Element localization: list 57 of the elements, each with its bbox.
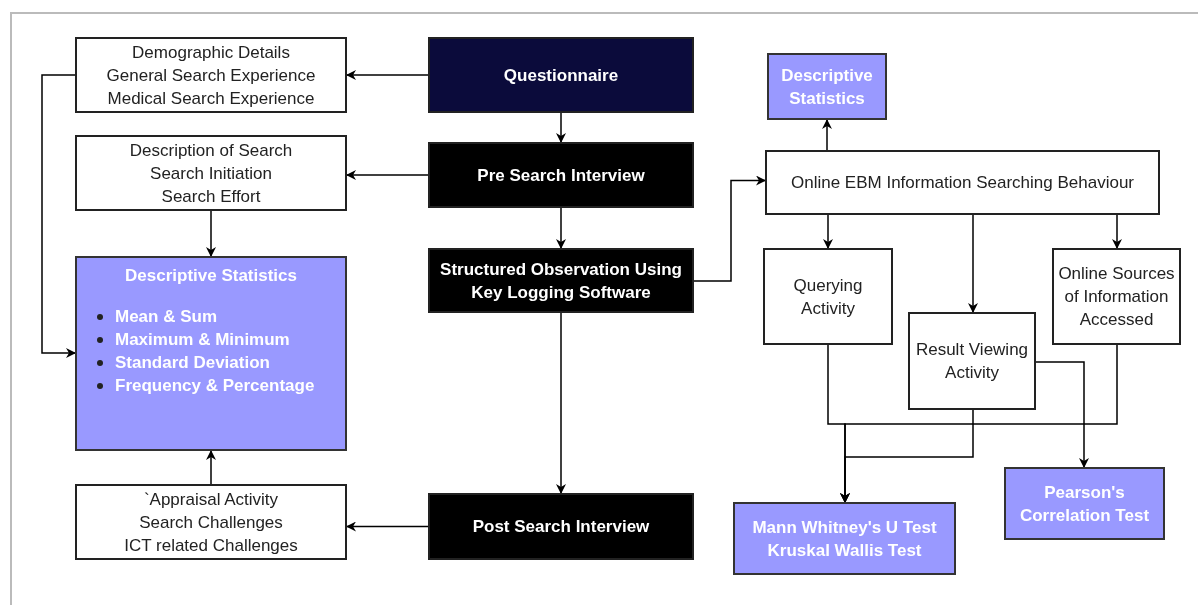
- arrow: [1112, 214, 1122, 249]
- arrow: [346, 521, 429, 532]
- node-text: Search Effort: [161, 185, 261, 208]
- text-box: [1052, 248, 1181, 345]
- arrow: [822, 119, 832, 151]
- node-text: Result Viewing Activity: [914, 339, 1030, 384]
- process-box: [428, 493, 694, 560]
- arrow: [1035, 361, 1089, 468]
- process-box: [428, 248, 694, 313]
- node-text: Structured Observation Using Key Logging Software: [439, 258, 683, 304]
- node-text: Search Challenges: [139, 511, 283, 534]
- node-text: Post Search Interview: [472, 516, 650, 538]
- node-text: `Appraisal Activity: [143, 488, 279, 511]
- arrow: [206, 210, 216, 257]
- arrow: [556, 112, 566, 143]
- node-text: Demographic Details: [132, 41, 290, 64]
- arrow: [41, 74, 76, 358]
- text-box: [908, 312, 1036, 410]
- node-text: Online Sources of Information Accessed: [1057, 263, 1176, 331]
- text-box: [75, 135, 347, 211]
- arrow: [968, 214, 978, 313]
- analysis-box: [733, 502, 956, 575]
- arrow: [693, 175, 766, 282]
- arrow: [823, 214, 833, 249]
- list-item-text: Maximum & Minimum: [115, 329, 290, 351]
- analysis-box: [767, 53, 887, 120]
- node-text: Pearson's Correlation Test: [1018, 481, 1151, 527]
- text-box: [75, 37, 347, 113]
- list-item-text: Standard Deviation: [115, 352, 270, 374]
- arrow: [556, 207, 566, 249]
- arrow: [206, 450, 216, 485]
- node-text: Kruskal Wallis Test: [767, 539, 922, 562]
- node-text: Search Initiation: [150, 162, 272, 185]
- list-item-text: Frequency & Percentage: [115, 375, 315, 397]
- text-box: [765, 150, 1160, 215]
- node-text: Descriptive Statistics: [125, 265, 297, 287]
- list-item-text: Mean & Sum: [115, 306, 218, 328]
- node-text: General Search Experience: [106, 64, 316, 87]
- node-text: Questionnaire: [503, 64, 619, 87]
- node-text: ICT related Challenges: [124, 534, 298, 557]
- process-box: [428, 142, 694, 208]
- arrow: [556, 312, 566, 494]
- arrow: [840, 409, 974, 503]
- node-text: Pre Search Interview: [477, 164, 645, 187]
- node-text: Descriptive Statistics: [780, 64, 874, 110]
- node-text: Online EBM Information Searching Behaviour: [791, 172, 1134, 194]
- arrow: [346, 170, 429, 180]
- node-text: Description of Search: [129, 139, 293, 162]
- node-text: Querying Activity: [792, 274, 864, 320]
- node-text: Mann Whitney's U Test: [752, 516, 937, 539]
- node-text: Medical Search Experience: [107, 87, 315, 110]
- text-box: [763, 248, 893, 345]
- analysis-box: [1004, 467, 1165, 540]
- arrow: [346, 70, 429, 80]
- process-box: [428, 37, 694, 113]
- analysis-box: [75, 256, 347, 451]
- text-box: [75, 484, 347, 560]
